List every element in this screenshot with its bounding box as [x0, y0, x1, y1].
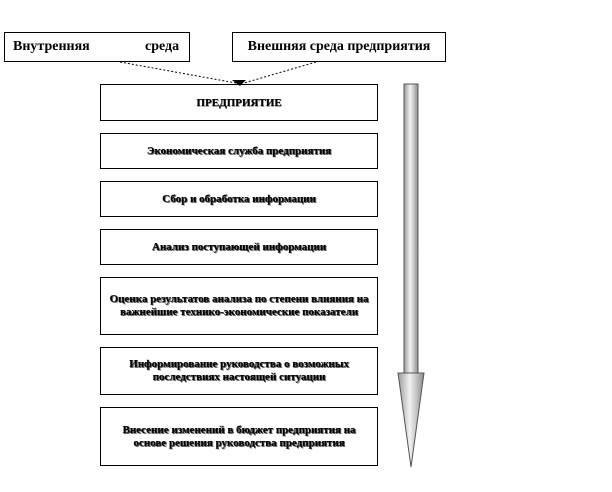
step-collect-process: Сбор и обработка информации	[100, 181, 378, 217]
external-environment-box: Внешняя среда предприятия	[232, 32, 446, 62]
connector-arrowhead	[232, 80, 246, 86]
step-enterprise: ПРЕДПРИЯТИЕ	[100, 84, 378, 121]
internal-env-word2: среда	[145, 39, 180, 54]
step-evaluation-label: Оценка результатов анализа по степени вл…	[109, 293, 369, 318]
step-budget-changes-label: Внесение изменений в бюджет предприятия …	[122, 423, 356, 449]
step-economic-service-label: Экономическая служба предприятия	[146, 144, 332, 157]
step-budget-changes: Внесение изменений в бюджет предприятия …	[100, 407, 378, 466]
internal-environment-box: Внутренняя среда	[4, 32, 190, 62]
internal-env-connector	[119, 61, 237, 84]
step-evaluation: Оценка результатов анализа по степени вл…	[100, 277, 378, 335]
step-collect-process-label: Сбор и обработка информации	[162, 192, 316, 205]
external-env-label: Внешняя среда предприятия	[247, 39, 431, 54]
internal-env-word1: Внутренняя	[13, 39, 90, 54]
down-arrow-icon	[397, 83, 425, 468]
step-analysis: Анализ поступающей информации	[100, 229, 378, 265]
step-inform-management: Информирование руководства о возможных п…	[100, 347, 378, 395]
step-inform-management-label: Информирование руководства о возможных п…	[129, 358, 349, 383]
external-env-connector	[243, 61, 317, 84]
step-analysis-label: Анализ поступающей информации	[151, 240, 327, 253]
step-enterprise-label: ПРЕДПРИЯТИЕ	[196, 96, 282, 109]
step-economic-service: Экономическая служба предприятия	[100, 133, 378, 169]
